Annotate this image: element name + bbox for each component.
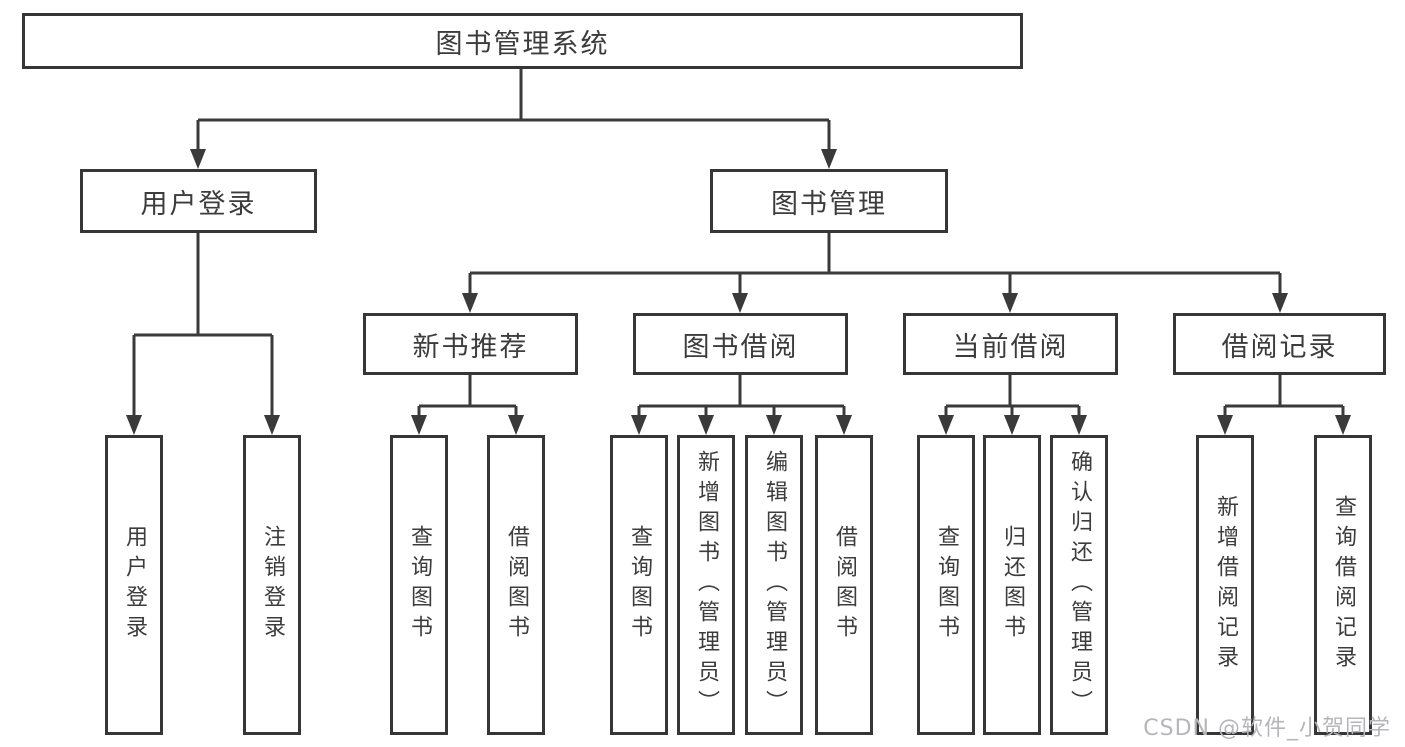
node-borrow-records: 借阅记录: [1173, 313, 1386, 375]
connector-current-borrow-to-leaves: [938, 375, 1087, 435]
leaf-user-login: 用户登录: [105, 435, 163, 735]
node-current-borrow: 当前借阅: [903, 313, 1118, 375]
node-book-borrow: 图书借阅: [633, 313, 848, 375]
connector-user-login-to-leaves: [126, 233, 280, 435]
leaf-edit-books-admin: 编辑图书（管理员）: [745, 435, 803, 735]
leaf-return-books: 归还图书: [983, 435, 1041, 735]
connector-root-to-level2: [190, 69, 837, 169]
leaf-query-books-borrow: 查询图书: [610, 435, 668, 735]
leaf-logout: 注销登录: [243, 435, 301, 735]
connector-borrow-records-to-leaves: [1217, 375, 1351, 435]
leaf-query-books-current: 查询图书: [917, 435, 975, 735]
node-new-book-recommend: 新书推荐: [363, 313, 578, 375]
csdn-watermark: CSDN @软件_小贺同学: [1143, 716, 1391, 741]
leaf-add-borrow-record: 新增借阅记录: [1196, 435, 1254, 735]
connector-new-books-to-leaves: [411, 375, 524, 435]
leaf-confirm-return-admin: 确认归还（管理员）: [1050, 435, 1108, 735]
connector-book-management-to-level3: [462, 233, 1288, 313]
node-user-login: 用户登录: [80, 169, 317, 233]
leaf-add-books-admin: 新增图书（管理员）: [677, 435, 735, 735]
leaf-query-borrow-record: 查询借阅记录: [1314, 435, 1372, 735]
connector-book-borrow-to-leaves: [631, 375, 852, 435]
leaf-query-books-recommend: 查询图书: [390, 435, 448, 735]
node-book-management: 图书管理: [710, 169, 948, 233]
node-root-library-system: 图书管理系统: [22, 13, 1023, 69]
leaf-borrow-books: 借阅图书: [815, 435, 873, 735]
leaf-borrow-books-recommend: 借阅图书: [487, 435, 545, 735]
